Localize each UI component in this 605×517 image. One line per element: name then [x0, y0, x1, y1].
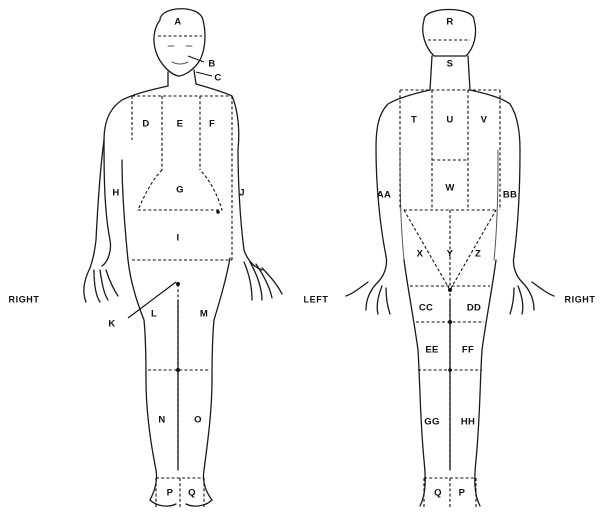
region-label-back-dd: DD: [467, 303, 481, 314]
region-label-back-x: X: [417, 249, 424, 260]
region-label-front-k: K: [108, 319, 115, 330]
region-label-front-b: B: [208, 59, 215, 70]
region-label-front-j: J: [239, 188, 245, 199]
region-label-front-c: C: [214, 73, 221, 84]
front-figure: [84, 9, 282, 508]
region-label-back-r: R: [446, 17, 453, 28]
region-label-front-d: D: [142, 119, 149, 130]
region-label-back-v: V: [481, 115, 488, 126]
region-label-front-q: Q: [188, 488, 196, 499]
region-label-back-w: W: [445, 183, 454, 194]
region-label-front-i: I: [177, 233, 180, 244]
region-label-back-s: S: [447, 59, 454, 70]
region-label-back-y: Y: [447, 249, 454, 260]
region-label-front-g: G: [176, 185, 184, 196]
region-label-front-h: H: [112, 188, 119, 199]
region-label-back-ff: FF: [462, 345, 474, 356]
region-label-front-p: P: [167, 488, 174, 499]
region-label-back-hh: HH: [461, 417, 475, 428]
region-label-back-u: U: [446, 115, 453, 126]
region-label-back-p: P: [459, 488, 466, 499]
region-label-front-a: A: [174, 17, 181, 28]
back-right-side-label: RIGHT: [565, 294, 596, 304]
region-label-front-l: L: [151, 309, 157, 320]
region-label-back-ee: EE: [425, 345, 438, 356]
region-label-back-cc: CC: [419, 303, 433, 314]
front-right-side-label: RIGHT: [9, 294, 40, 304]
region-label-back-z: Z: [475, 249, 481, 260]
region-label-front-f: F: [209, 119, 215, 130]
region-label-back-t: T: [411, 115, 417, 126]
region-label-front-m: M: [200, 309, 208, 320]
region-label-front-n: N: [158, 415, 165, 426]
region-label-back-aa: AA: [377, 190, 391, 201]
back-left-side-label: LEFT: [304, 294, 329, 304]
region-label-back-gg: GG: [424, 417, 439, 428]
region-label-back-bb: BB: [503, 190, 517, 201]
region-label-front-o: O: [194, 415, 202, 426]
region-label-back-q: Q: [434, 488, 442, 499]
region-label-front-e: E: [177, 119, 184, 130]
